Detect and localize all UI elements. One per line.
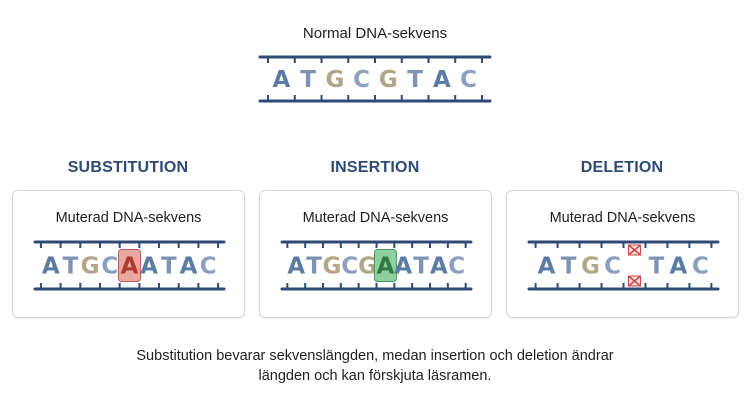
base-T: T: [561, 254, 577, 280]
base-A: A: [430, 254, 448, 280]
base-A: A: [272, 67, 290, 93]
base-G: G: [581, 254, 600, 280]
deletion-x-mark: [628, 244, 641, 256]
insertion-heading: INSERTION: [330, 159, 420, 176]
base-T: T: [300, 67, 316, 93]
caption-line-2: längden och kan förskjuta läsramen.: [258, 368, 492, 384]
caption: Substitution bevarar sekvenslängden, med…: [0, 346, 750, 386]
substitution-highlight-box: [118, 249, 141, 282]
base-T: T: [63, 254, 79, 280]
base-A: A: [42, 254, 60, 280]
base-C: C: [341, 254, 358, 280]
base-G: G: [325, 67, 344, 93]
base-A: A: [121, 254, 139, 280]
base-C: C: [692, 254, 709, 280]
substitution-heading: SUBSTITUTION: [67, 159, 189, 176]
base-A: A: [140, 254, 158, 280]
base-A: A: [377, 254, 395, 280]
base-C: C: [200, 254, 217, 280]
base-T: T: [407, 67, 423, 93]
base-A: A: [180, 254, 198, 280]
caption-line-1: Substitution bevarar sekvenslängden, med…: [136, 348, 614, 364]
base-A: A: [287, 254, 305, 280]
base-G: G: [322, 254, 341, 280]
base-A: A: [433, 67, 451, 93]
base-C: C: [101, 254, 118, 280]
substitution-panel-title: Muterad DNA-sekvens: [55, 210, 202, 226]
base-A: A: [538, 254, 556, 280]
base-C: C: [460, 67, 477, 93]
base-T: T: [413, 254, 429, 280]
deletion-panel-title: Muterad DNA-sekvens: [549, 210, 696, 226]
base-T: T: [306, 254, 322, 280]
insertion-highlight-box: [373, 249, 397, 282]
base-A: A: [394, 254, 412, 280]
deletion-heading: DELETION: [580, 159, 664, 176]
insertion-panel-title: Muterad DNA-sekvens: [302, 210, 449, 226]
base-C: C: [448, 254, 465, 280]
base-A: A: [670, 254, 688, 280]
normal-sequence-title: Normal DNA-sekvens: [302, 25, 448, 42]
deletion-x-mark: [628, 275, 641, 287]
base-G: G: [379, 67, 398, 93]
base-T: T: [161, 254, 177, 280]
base-C: C: [604, 254, 621, 280]
base-C: C: [353, 67, 370, 93]
base-T: T: [649, 254, 665, 280]
base-G: G: [358, 254, 377, 280]
base-G: G: [81, 254, 100, 280]
